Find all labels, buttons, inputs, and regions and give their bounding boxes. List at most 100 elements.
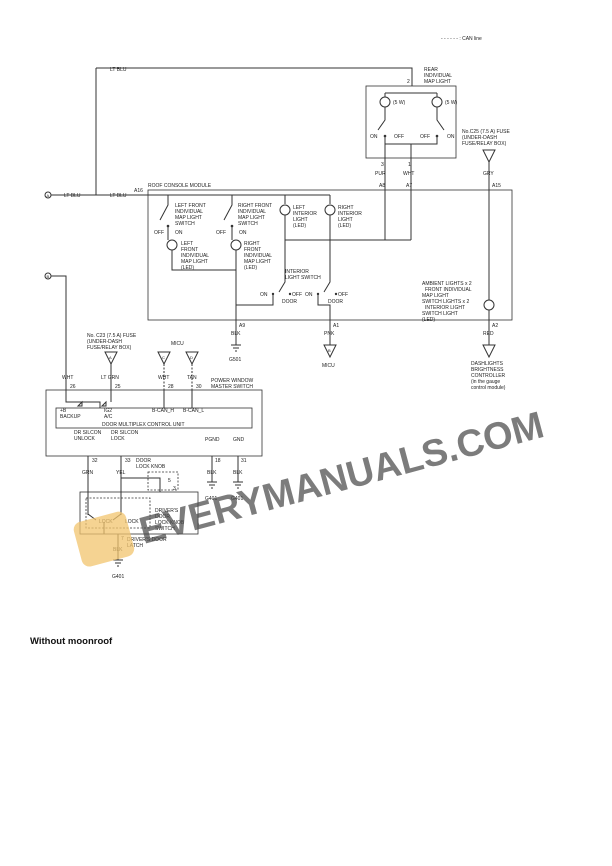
- dashlight-symbol: [482, 344, 496, 359]
- micu-b-label: MICU: [322, 363, 335, 369]
- g401-b: G401: [231, 496, 243, 502]
- lf-sw-2: INDIVIDUAL: [175, 209, 203, 215]
- wire-wht-a7: WHT: [403, 171, 414, 177]
- door-knob-2: LOCK KNOB: [136, 464, 166, 470]
- ddlk-4: SWITCH: [155, 526, 175, 532]
- ils-on-1: ON: [260, 292, 268, 298]
- pin-2: 2: [407, 79, 410, 85]
- fuse-c23-pin-a: A: [109, 355, 112, 360]
- lf-sw-3: MAP LIGHT: [175, 215, 202, 221]
- ddlk-3: LOCK KNOB: [155, 520, 185, 526]
- amb-2: FRONT INDIVIDUAL: [425, 287, 472, 293]
- pin-a2: A2: [492, 323, 498, 329]
- b-can-h: B-CAN_H: [152, 408, 174, 414]
- pin-a16: A16: [134, 188, 143, 194]
- wire-blk-31: BLK: [233, 470, 243, 476]
- li-2: INTERIOR: [293, 211, 317, 217]
- pin-28: 28: [168, 384, 174, 390]
- pwms-1: POWER WINDOW: [211, 378, 253, 384]
- connector-b-micu: [323, 344, 337, 359]
- door-multiplex-control-unit-box: [55, 407, 253, 429]
- rf-led-2: FRONT: [244, 247, 261, 253]
- fuse-c23-symbol: [104, 351, 118, 366]
- label-lt-blu-a: LT BLU: [64, 193, 81, 199]
- b-can-l: B-CAN_L: [183, 408, 204, 414]
- ils-off-1: OFF: [292, 292, 302, 298]
- lock-2: LOCK: [125, 519, 139, 525]
- rear-bulb-right-watt: (5 W): [445, 100, 458, 106]
- ground-g501-label: G501: [229, 357, 241, 363]
- rf-sw-1: RIGHT FRONT: [238, 203, 272, 209]
- wire-red: RED: [483, 331, 494, 337]
- ig2-1: IG2: [104, 408, 112, 414]
- dr-unlock-2: UNLOCK: [74, 436, 96, 442]
- ground-g401-b: [233, 481, 243, 489]
- amb-5: INTERIOR LIGHT: [425, 305, 465, 311]
- pin-7: 7: [121, 536, 124, 542]
- connector-a-label: A: [47, 193, 50, 198]
- wire-lt-blu-top: [96, 67, 413, 86]
- pwms-2: MASTER SWITCH: [211, 384, 253, 390]
- lf-led-1: LEFT: [181, 241, 193, 247]
- pin-5: 5: [168, 478, 171, 484]
- lf-led-4: MAP LIGHT: [181, 259, 208, 265]
- pin-33: 33: [125, 458, 131, 464]
- dash-3: CONTROLLER: [471, 373, 506, 379]
- rear-bulb-left-watt: (5 W): [393, 100, 406, 106]
- wire-pur: PUR: [375, 171, 386, 177]
- li-3: LIGHT: [293, 217, 308, 223]
- lf-on: ON: [175, 230, 183, 236]
- rear-map-title-2: INDIVIDUAL: [424, 73, 452, 79]
- rf-off: OFF: [216, 230, 226, 236]
- rear-map-title-1: REAR: [424, 67, 438, 73]
- pin-a7: A7: [406, 183, 412, 189]
- lf-sw-1: LEFT FRONT: [175, 203, 206, 209]
- wire-grn: GRN: [82, 470, 94, 476]
- wire-blk-18: BLK: [207, 470, 217, 476]
- ri-1: RIGHT: [338, 205, 354, 211]
- rf-sw-3: MAP LIGHT: [238, 215, 265, 221]
- dash-4: (in the gauge: [471, 379, 500, 385]
- fuse-c25-3: FUSE/RELAY BOX): [462, 141, 507, 147]
- pin-a1: A1: [333, 323, 339, 329]
- ils-door-2: DOOR: [328, 299, 343, 305]
- rf-led-3: INDIVIDUAL: [244, 253, 272, 259]
- dr-lock-2: LOCK: [111, 436, 125, 442]
- rear-off-left: OFF: [394, 134, 404, 140]
- pin-25: 25: [115, 384, 121, 390]
- ils-on-2: ON: [305, 292, 313, 298]
- amb-3: MAP LIGHT: [422, 293, 449, 299]
- connector-b-label: B: [328, 348, 331, 353]
- pin-30: 30: [196, 384, 202, 390]
- ddlk-1: DRIVER'S: [155, 508, 179, 514]
- label-lt-blu-b: LT BLU: [110, 193, 127, 199]
- pin-a9: A9: [239, 323, 245, 329]
- fuse-c25-1: No.C25 (7.5 A) FUSE: [462, 129, 510, 135]
- pin-a8: A8: [379, 183, 385, 189]
- rf-sw-4: SWITCH: [238, 221, 258, 227]
- pin-3: 3: [381, 162, 384, 168]
- rear-off-right: OFF: [420, 134, 430, 140]
- pin-a15: A15: [492, 183, 501, 189]
- lf-led-2: FRONT: [181, 247, 198, 253]
- ri-3: LIGHT: [338, 217, 353, 223]
- ambient-light-led: [483, 299, 495, 311]
- wire-blk-a9: BLK: [231, 331, 241, 337]
- dr-unlock-1: DR SILCON: [74, 430, 102, 436]
- left-front-map-led: [166, 239, 178, 251]
- fuse-c25-symbol: [482, 149, 496, 164]
- g401-a: G401: [205, 496, 217, 502]
- pgnd: PGND: [205, 437, 220, 443]
- ils-2: LIGHT SWITCH: [285, 275, 321, 281]
- ils-off-2: OFF: [338, 292, 348, 298]
- dash-2: BRIGHTNESS: [471, 367, 504, 373]
- amb-7: (LED): [422, 317, 435, 323]
- rear-bulb-left: [379, 96, 391, 108]
- fuse-c23-2: (UNDER-DASH: [87, 339, 122, 345]
- ddlk-2: DOOR: [155, 514, 170, 520]
- dash-5: control module): [471, 385, 506, 391]
- dr-lock-1: DR SILCON: [111, 430, 139, 436]
- rf-led-5: (LED): [244, 265, 257, 271]
- ground-g501: [231, 344, 241, 352]
- rear-map-title-3: MAP LIGHT: [424, 79, 451, 85]
